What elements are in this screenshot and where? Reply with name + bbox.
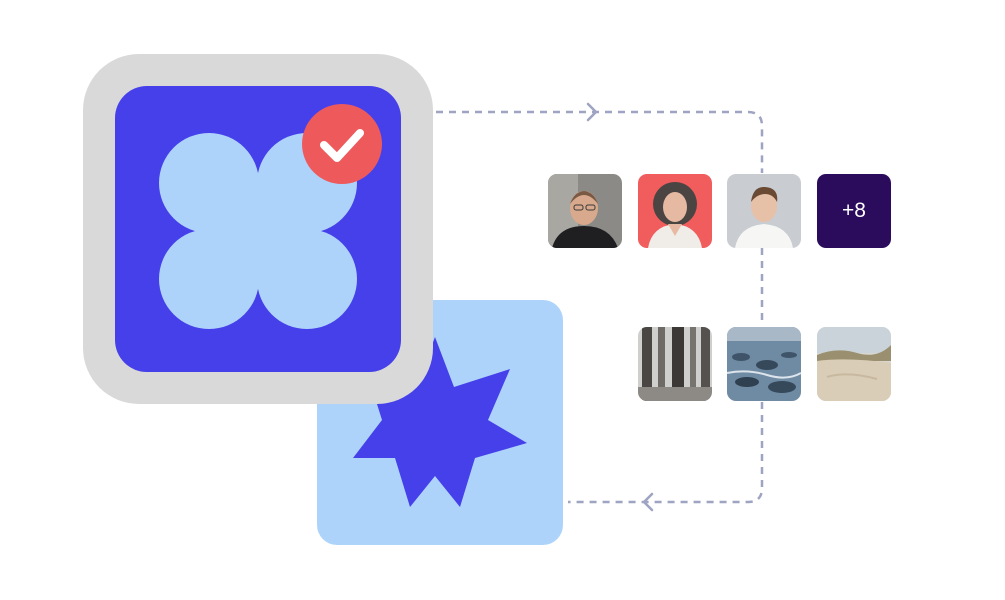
approved-check-badge — [302, 104, 382, 184]
more-people-badge[interactable]: +8 — [817, 174, 891, 248]
checkmark-icon — [320, 129, 364, 162]
clover-logo-icon — [159, 133, 357, 329]
more-count-label: +8 — [842, 199, 866, 222]
avatar-man-glasses[interactable] — [548, 174, 622, 248]
photo-forest-trees[interactable] — [638, 327, 712, 401]
star-icon — [353, 337, 527, 507]
connector-bottom — [568, 402, 764, 504]
arrow-right-icon — [586, 102, 598, 122]
photo-sand-dunes[interactable] — [817, 327, 891, 401]
avatar-woman-curly-hair[interactable] — [638, 174, 712, 248]
avatar-young-man[interactable] — [727, 174, 801, 248]
photo-rocky-sea[interactable] — [727, 327, 801, 401]
arrow-left-icon — [642, 492, 654, 512]
connector-top — [436, 110, 764, 173]
